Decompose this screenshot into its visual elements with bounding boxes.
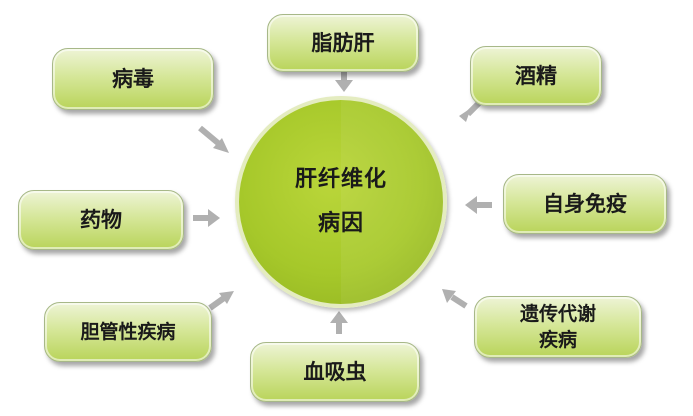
cause-drug: 药物 [18,190,184,250]
arrow-autoimmune [465,196,492,214]
cause-biliary-disease-label: 胆管性疾病 [80,321,176,343]
cause-schistosoma: 血吸虫 [250,342,420,402]
arrow-fatty-liver [335,72,353,92]
cause-genetic-metabolic-disease: 遗传代谢 疾病 [474,296,642,358]
cause-drug-label: 药物 [80,208,122,232]
cause-fatty-liver-label: 脂肪肝 [311,31,375,55]
arrow-virus [198,125,229,153]
cause-autoimmune-label: 自身免疫 [543,192,627,216]
cause-virus-label: 病毒 [112,67,154,91]
arrow-alcohol [459,99,483,122]
cause-autoimmune: 自身免疫 [503,174,667,234]
arrow-biliary [208,291,234,311]
cause-biliary-disease: 胆管性疾病 [44,302,212,362]
cause-fatty-liver: 脂肪肝 [267,14,419,72]
center-circle-liver-fibrosis-causes: 肝纤维化 病因 [235,96,447,308]
cause-genetic-metabolic-disease-label: 遗传代谢 疾病 [519,303,596,351]
arrow-drug [193,209,220,227]
arrow-metabolic [442,289,468,309]
cause-schistosoma-label: 血吸虫 [303,360,367,384]
center-title-line1: 肝纤维化 [294,167,387,192]
cause-alcohol: 酒精 [470,46,602,106]
cause-alcohol-label: 酒精 [515,64,557,88]
center-title-line2: 病因 [317,211,364,236]
cause-virus: 病毒 [52,48,214,110]
arrow-parasite [330,311,348,334]
